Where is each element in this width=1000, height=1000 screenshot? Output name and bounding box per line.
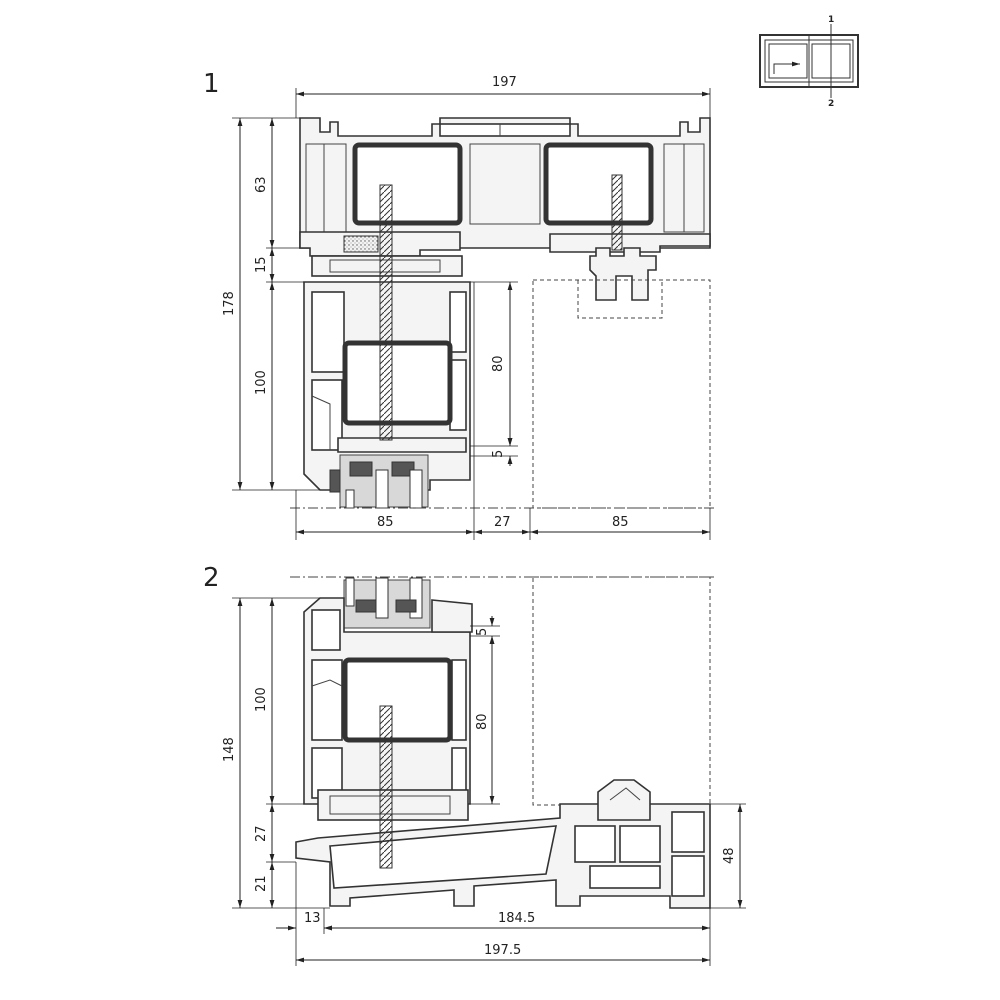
section-2-drawing: 148 100 27 21 5 80 48 13 184.5 197. [222, 576, 746, 966]
dim-s2-sill-width: 184.5 [498, 911, 535, 926]
dim-s1-offset: 5 [491, 450, 506, 458]
dim-s1-reinforcement: 80 [491, 355, 506, 372]
dim-s2-sill-upper: 27 [254, 825, 269, 842]
section-number-1: 1 [203, 69, 220, 99]
dim-s1-overall-width: 197 [492, 75, 517, 90]
dim-s2-sash: 100 [254, 687, 269, 712]
key-plan-label-2: 2 [828, 99, 834, 109]
dim-s1-overall-height: 178 [222, 291, 237, 316]
key-plan: 1 2 [759, 15, 859, 109]
dim-s2-offset: 5 [475, 628, 490, 636]
dim-s1-top-frame: 63 [254, 176, 269, 193]
dim-s2-sill-right: 48 [722, 847, 737, 864]
section-number-2: 2 [203, 563, 220, 593]
dim-s1-middle: 27 [494, 515, 511, 530]
dim-s1-gap: 15 [254, 256, 269, 273]
dim-s2-overall-height: 148 [222, 737, 237, 762]
dim-s2-reinforcement: 80 [475, 713, 490, 730]
dim-s2-overall-width: 197.5 [484, 943, 521, 958]
section-1-drawing: 197 178 63 15 100 80 5 85 27 85 [222, 75, 715, 540]
key-plan-label-1: 1 [828, 15, 834, 25]
dim-s1-sash: 100 [254, 370, 269, 395]
dim-s2-left-margin: 13 [304, 911, 321, 926]
dim-s1-sash-width-left: 85 [377, 515, 394, 530]
dim-s2-sill-lower: 21 [254, 875, 269, 892]
dim-s1-sash-width-right: 85 [612, 515, 629, 530]
